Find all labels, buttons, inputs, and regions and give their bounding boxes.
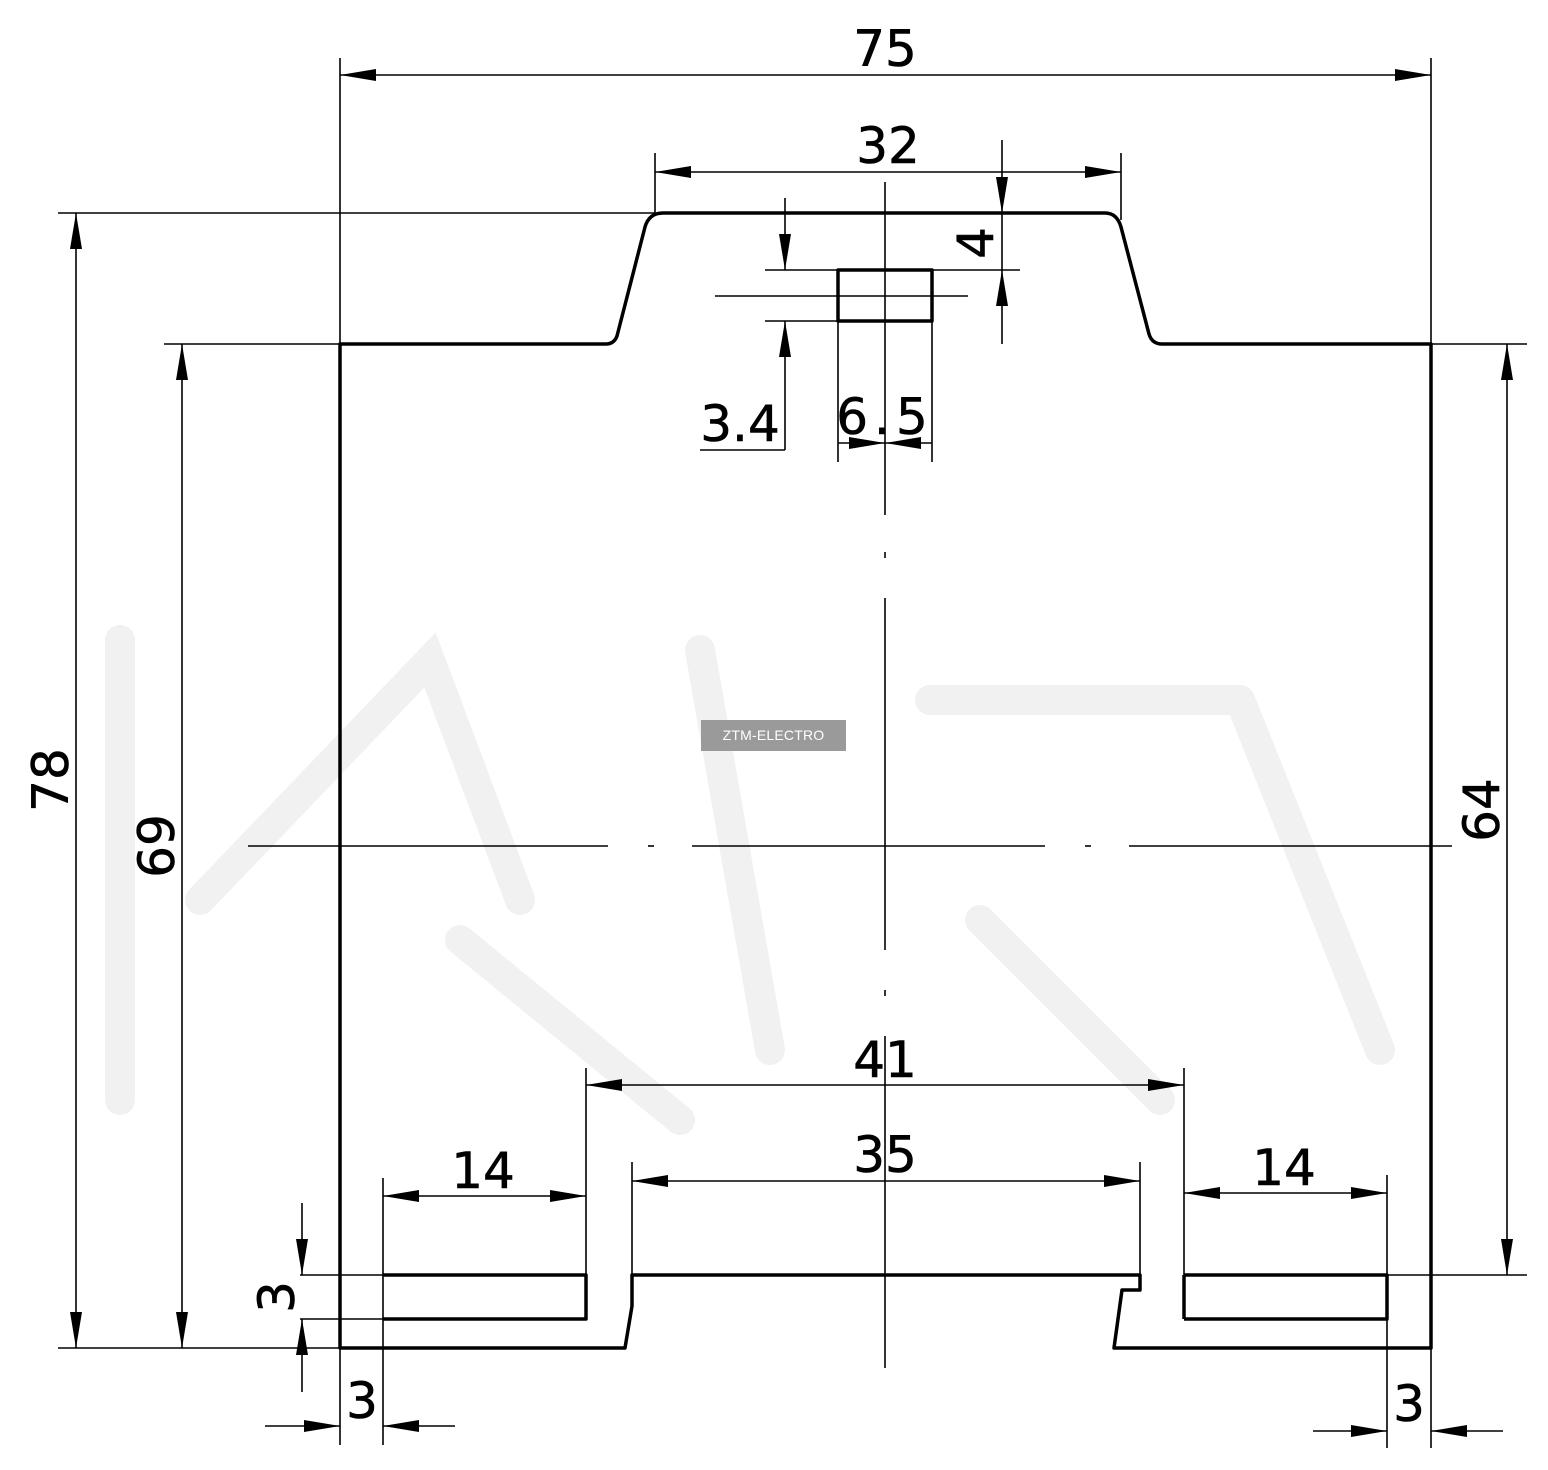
right-foot <box>1184 1273 1389 1321</box>
background-watermark-strokes <box>105 625 1395 1135</box>
dim-slot-offset: 3.4 <box>700 395 780 453</box>
dim-right-foot: 14 <box>1252 1139 1316 1197</box>
dim-body-height: 69 <box>128 814 186 878</box>
dim-top-tab-width: 32 <box>856 117 920 175</box>
dim-tab-height: 4 <box>947 227 1005 259</box>
dim-right-edge-offset: 3 <box>1393 1375 1425 1433</box>
dim-base-inner: 35 <box>853 1126 917 1184</box>
enclosure-outline <box>338 211 1433 1350</box>
center-lines <box>248 182 1452 1368</box>
watermark-label: ZTM-ELECTRO <box>701 720 846 751</box>
dim-left-foot: 14 <box>451 1142 515 1200</box>
extension-lines <box>58 58 1527 1448</box>
arrowheads <box>70 69 1513 1437</box>
left-foot <box>383 1273 588 1321</box>
dim-foot-thickness: 3 <box>248 1281 306 1313</box>
dim-slot-width: 6.5 <box>836 388 934 446</box>
dimension-lines <box>75 74 1508 1432</box>
dim-left-edge-offset: 3 <box>346 1372 378 1430</box>
dim-right-height: 64 <box>1453 778 1511 842</box>
dim-overall-height: 78 <box>22 748 80 812</box>
dim-overall-width: 75 <box>853 20 917 78</box>
dim-base-opening: 41 <box>853 1031 917 1089</box>
